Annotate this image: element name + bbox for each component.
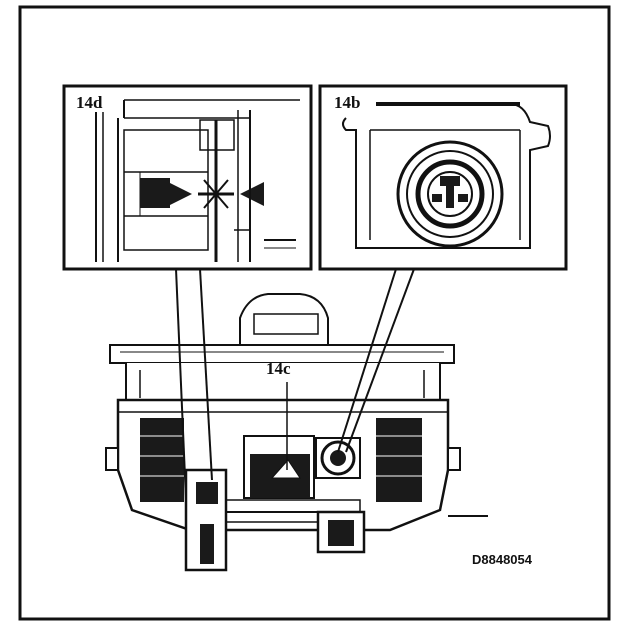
inset-14b: 14b bbox=[318, 84, 568, 271]
inset-14b-label: 14b bbox=[334, 93, 360, 112]
main-assembly bbox=[105, 293, 488, 572]
arrow-right-icon bbox=[168, 182, 192, 206]
outer-frame bbox=[18, 5, 611, 621]
arrow-left-icon bbox=[240, 182, 264, 206]
inset-14d-border bbox=[62, 84, 313, 271]
center-label: 14c bbox=[266, 359, 291, 378]
inset-14d: 14d bbox=[62, 84, 313, 271]
leader-lines bbox=[175, 268, 415, 501]
inset-14d-label: 14d bbox=[76, 93, 103, 112]
round-connector bbox=[396, 140, 504, 248]
right-coil bbox=[376, 418, 422, 502]
left-coil bbox=[140, 418, 184, 502]
figure-code: D8848054 bbox=[472, 552, 533, 567]
